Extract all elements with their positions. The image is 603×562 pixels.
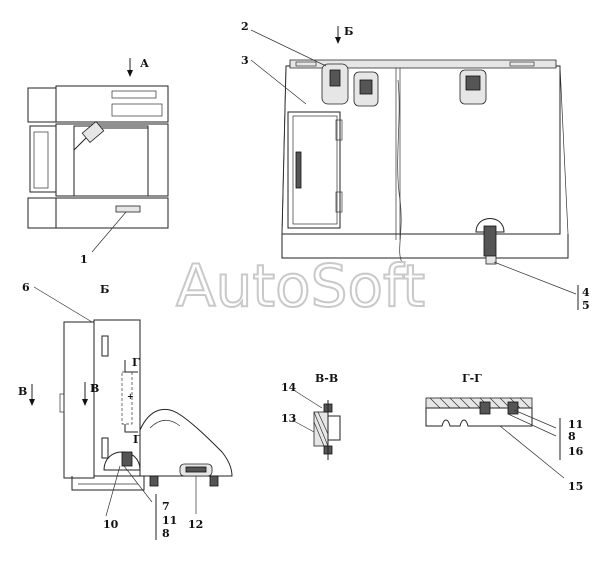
- callout-3: 3: [241, 54, 249, 67]
- callout-8-right: 8: [568, 430, 576, 443]
- svg-text:+: +: [127, 391, 134, 401]
- callout-10: 10: [103, 518, 119, 531]
- callout-1: 1: [80, 253, 88, 266]
- view-label-g-bottom: Г: [133, 433, 141, 446]
- view-label-b-top: Б: [344, 25, 353, 38]
- view-label-b-side: Б: [100, 283, 109, 296]
- section-vv: В-В 14 13: [281, 372, 341, 460]
- callout-15: 15: [568, 480, 583, 493]
- callout-16: 16: [568, 445, 584, 458]
- side-view-b: 6 Б + Г Г В В 10: [18, 281, 233, 540]
- view-label-v-left: В: [18, 385, 27, 398]
- section-gg: Г-Г 11 8 16 15: [425, 372, 584, 493]
- callout-11-right: 11: [568, 418, 583, 431]
- callout-2: 2: [241, 20, 249, 33]
- callout-6: 6: [22, 281, 30, 294]
- watermark-text: AutoSoft: [176, 252, 425, 320]
- main-assembly-view: Б 2 3 4: [241, 20, 590, 312]
- callout-14: 14: [281, 381, 297, 394]
- view-label-a: А: [140, 57, 149, 70]
- callout-11: 11: [162, 514, 177, 527]
- plan-view-a: А 1: [27, 57, 169, 266]
- callout-8: 8: [162, 527, 170, 540]
- view-label-v-right: В: [90, 382, 99, 395]
- callout-12: 12: [188, 518, 203, 531]
- callout-5: 5: [582, 299, 590, 312]
- view-label-g-left: Г: [132, 356, 140, 369]
- callout-13: 13: [281, 412, 296, 425]
- section-title-gg: Г-Г: [462, 372, 482, 385]
- section-title-vv: В-В: [315, 372, 338, 385]
- callout-4: 4: [582, 286, 590, 299]
- callout-7: 7: [162, 500, 170, 513]
